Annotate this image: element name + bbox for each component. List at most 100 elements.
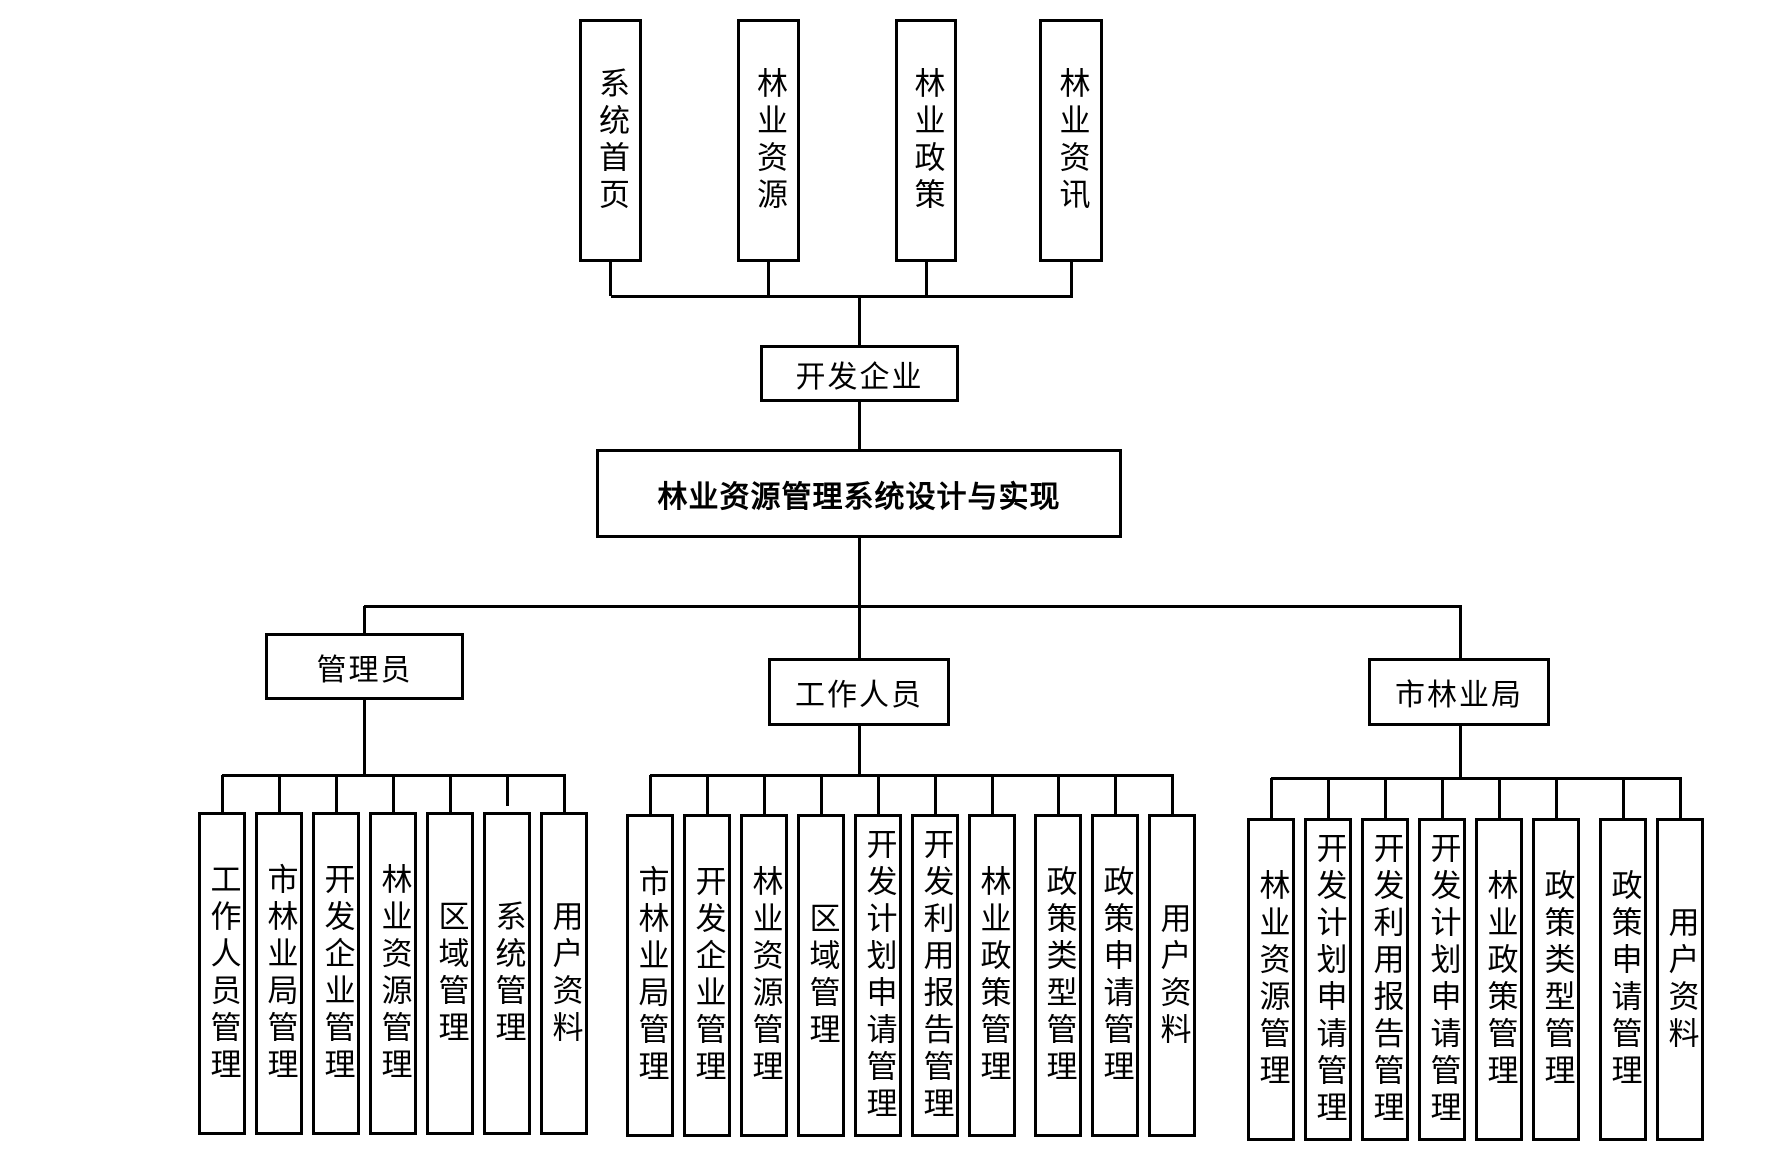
module-node: 政策申请管理	[1091, 814, 1139, 1137]
module-label: 政策类型管理	[1040, 864, 1077, 1087]
connector-vertical	[1114, 775, 1117, 814]
connector-vertical	[563, 775, 566, 812]
module-label: 林业政策管理	[1481, 868, 1518, 1091]
module-label: 开发企业管理	[318, 862, 355, 1085]
module-label: 市林业局管理	[261, 862, 298, 1085]
module-label: 政策申请管理	[1097, 864, 1134, 1087]
module-label: 政策申请管理	[1605, 868, 1642, 1091]
connector-vertical	[858, 606, 861, 658]
module-label: 开发计划申请管理	[1424, 831, 1461, 1128]
module-node: 政策类型管理	[1034, 814, 1082, 1137]
module-node: 用户资料	[1656, 818, 1704, 1141]
module-label: 开发利用报告管理	[1367, 831, 1404, 1128]
module-label: 区域管理	[432, 899, 469, 1048]
connector-vertical	[1057, 775, 1060, 814]
connector-vertical	[991, 775, 994, 814]
module-label: 开发利用报告管理	[917, 827, 954, 1124]
module-node: 政策类型管理	[1532, 818, 1580, 1141]
connector-vertical	[858, 726, 861, 775]
connector-vertical	[858, 402, 861, 449]
connector-vertical	[858, 296, 861, 345]
connector-vertical	[649, 775, 652, 814]
connector-bus-modules	[1271, 777, 1682, 780]
connector-vertical	[363, 700, 366, 775]
connector-vertical	[877, 775, 880, 814]
root-title: 林业资源管理系统设计与实现	[657, 479, 1061, 515]
module-node: 开发计划申请管理	[1304, 818, 1352, 1141]
module-node: 市林业局管理	[626, 814, 674, 1137]
module-node: 区域管理	[797, 814, 845, 1137]
module-node: 开发企业管理	[312, 812, 360, 1135]
module-label: 市林业局管理	[632, 864, 669, 1087]
connector-vertical	[925, 262, 928, 296]
node-forestry-news: 林业资讯	[1039, 19, 1103, 262]
module-label: 系统管理	[489, 899, 526, 1048]
connector-vertical	[1498, 778, 1501, 818]
connector-vertical	[609, 262, 612, 296]
module-label: 开发企业管理	[689, 864, 726, 1087]
node-label: 林业资源	[751, 66, 787, 215]
module-node: 用户资料	[1148, 814, 1196, 1137]
connector-vertical	[1622, 778, 1625, 818]
connector-vertical	[1459, 606, 1462, 658]
connector-vertical	[1070, 262, 1073, 296]
module-node: 林业政策管理	[1475, 818, 1523, 1141]
node-system-home: 系统首页	[579, 19, 642, 262]
module-label: 用户资料	[1662, 905, 1699, 1054]
connector-vertical	[335, 775, 338, 812]
module-node: 林业资源管理	[740, 814, 788, 1137]
module-node: 开发计划申请管理	[1418, 818, 1466, 1141]
module-label: 开发计划申请管理	[860, 827, 897, 1124]
connector-bus-modules	[650, 774, 1174, 777]
node-label: 林业政策	[908, 66, 945, 215]
connector-vertical	[449, 775, 452, 812]
module-label: 政策类型管理	[1538, 868, 1575, 1091]
module-node: 林业政策管理	[968, 814, 1016, 1137]
connector-vertical	[392, 775, 395, 812]
connector-vertical	[506, 775, 509, 806]
node-role-city-forestry-bureau: 市林业局	[1368, 658, 1550, 726]
connector-vertical	[1555, 778, 1558, 818]
module-node: 林业资源管理	[369, 812, 417, 1135]
module-label: 林业资源管理	[746, 864, 783, 1087]
node-role-administrator: 管理员	[265, 633, 464, 700]
node-label: 工作人员	[795, 678, 923, 713]
module-label: 林业资源管理	[375, 862, 412, 1085]
module-node: 区域管理	[426, 812, 474, 1135]
connector-vertical	[363, 606, 366, 633]
connector-vertical	[1171, 775, 1174, 814]
connector-vertical	[278, 775, 281, 812]
connector-vertical	[1459, 726, 1462, 778]
node-label: 系统首页	[593, 66, 629, 215]
module-node: 开发利用报告管理	[1361, 818, 1409, 1141]
module-node: 系统管理	[483, 812, 531, 1135]
module-label: 林业资源管理	[1253, 868, 1290, 1091]
module-node: 开发计划申请管理	[854, 814, 902, 1137]
node-forestry-resources: 林业资源	[737, 19, 800, 262]
node-label: 开发企业	[795, 359, 924, 395]
module-label: 用户资料	[546, 899, 583, 1048]
connector-vertical	[763, 775, 766, 814]
connector-vertical	[1384, 778, 1387, 818]
module-label: 用户资料	[1154, 901, 1191, 1050]
connector-bus-groups	[364, 605, 1462, 608]
module-node: 开发利用报告管理	[911, 814, 959, 1137]
module-label: 工作人员管理	[204, 862, 241, 1085]
connector-vertical	[767, 262, 770, 296]
connector-vertical	[221, 775, 224, 812]
module-node: 开发企业管理	[683, 814, 731, 1137]
module-label: 区域管理	[803, 901, 840, 1050]
node-label: 管理员	[316, 652, 413, 688]
connector-vertical	[1327, 778, 1330, 818]
connector-vertical	[858, 538, 861, 606]
module-label: 林业政策管理	[974, 864, 1011, 1087]
connector-vertical	[706, 775, 709, 814]
node-development-enterprise: 开发企业	[760, 345, 959, 402]
node-label: 市林业局	[1395, 678, 1523, 713]
connector-vertical	[820, 775, 823, 814]
node-label: 林业资讯	[1053, 66, 1090, 215]
module-label: 开发计划申请管理	[1310, 831, 1347, 1128]
node-root-system: 林业资源管理系统设计与实现	[596, 449, 1122, 538]
connector-vertical	[1441, 778, 1444, 818]
module-node: 用户资料	[540, 812, 588, 1135]
